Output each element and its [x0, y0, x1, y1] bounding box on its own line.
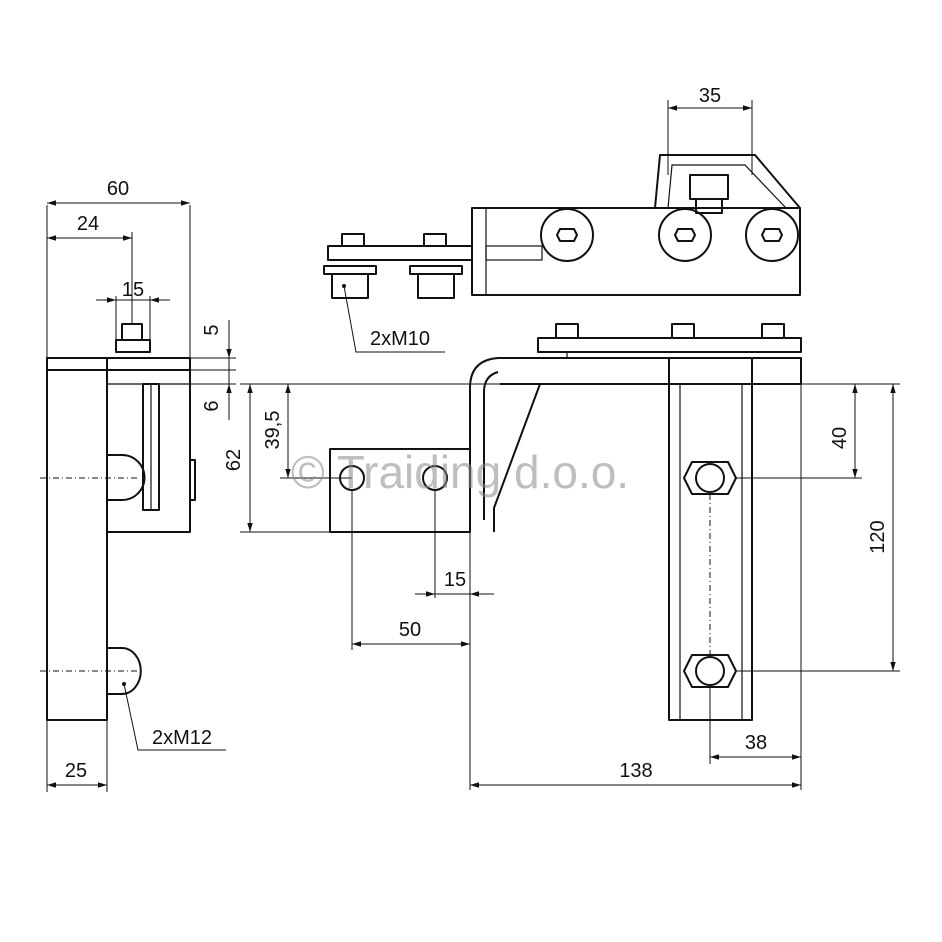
label-2xm10: 2xM10 [370, 328, 430, 350]
top-wheel-middle [658, 208, 712, 262]
side-dome-bolt-upper [106, 454, 146, 501]
front-view: 62 39,5 15 50 40 120 38 138 [223, 323, 900, 790]
dim-side-60: 60 [107, 178, 129, 200]
dim-front-120: 120 [867, 520, 889, 553]
side-top-bolt [121, 323, 143, 341]
side-nub [189, 459, 196, 501]
dim-side-5: 5 [201, 324, 223, 335]
top-wheel-right [745, 208, 799, 262]
side-dome-bolt-lower [106, 647, 142, 695]
dim-side-6: 6 [201, 400, 223, 411]
front-bent-bracket [329, 357, 541, 533]
front-top-bar [498, 357, 802, 385]
dim-side-15: 15 [122, 279, 144, 301]
dim-front-50: 50 [399, 619, 421, 641]
dim-front-15: 15 [444, 569, 466, 591]
front-top-plate [537, 337, 802, 353]
leader-m10 [343, 285, 445, 353]
label-2xm12: 2xM12 [152, 727, 212, 749]
top-carriage-body [471, 207, 801, 296]
dim-top-35: 35 [699, 85, 721, 107]
side-mounting-plate [46, 357, 108, 721]
side-view: 60 24 15 5 6 25 2xM12 [40, 178, 236, 792]
front-hex-nut-upper [683, 461, 737, 495]
dim-front-40: 40 [829, 427, 851, 449]
side-top-plate [46, 357, 191, 371]
dim-side-24: 24 [77, 213, 99, 235]
dim-front-39-5: 39,5 [262, 411, 284, 450]
front-hex-nut-lower [683, 654, 737, 688]
dim-front-38: 38 [745, 732, 767, 754]
dim-front-138: 138 [619, 760, 652, 782]
top-roller-bracket [654, 154, 801, 209]
watermark: © Traiding d.o.o. [291, 446, 629, 498]
top-left-arm [327, 245, 473, 261]
top-view: 35 2xM10 [323, 85, 801, 353]
side-bracket-body [106, 369, 191, 533]
dim-side-25: 25 [65, 760, 87, 782]
leader-m12 [123, 683, 226, 751]
dim-front-62: 62 [223, 449, 245, 471]
top-wheel-left [540, 208, 594, 262]
